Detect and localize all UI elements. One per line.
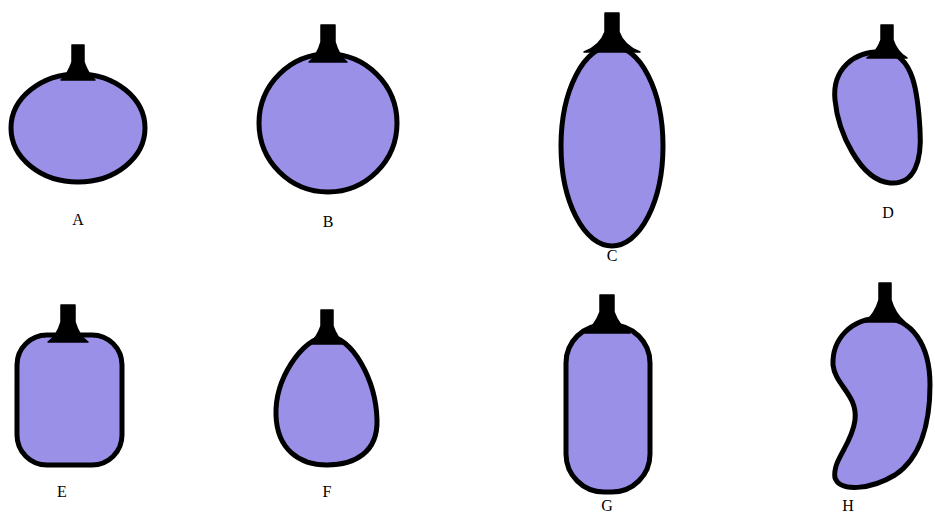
calyx bbox=[309, 310, 345, 344]
shape-letter: F bbox=[323, 483, 332, 501]
shape-letter: D bbox=[882, 204, 894, 222]
shape-letter: H bbox=[842, 497, 854, 515]
fruit-shape bbox=[566, 325, 650, 492]
calyx bbox=[584, 295, 630, 333]
fruit-shape bbox=[11, 74, 145, 182]
fruit-shape bbox=[259, 54, 397, 192]
shape-letter: E bbox=[57, 483, 67, 501]
fruit-shape bbox=[835, 52, 921, 183]
fruit-shape bbox=[276, 336, 377, 465]
calyx bbox=[309, 25, 347, 62]
calyx bbox=[867, 25, 907, 58]
shape-letter: A bbox=[72, 211, 84, 229]
calyx bbox=[61, 45, 95, 80]
shape-letter: B bbox=[323, 213, 334, 231]
calyx bbox=[865, 283, 905, 322]
shape-letter: G bbox=[601, 497, 613, 515]
fruit-shape bbox=[17, 335, 122, 465]
shape-letter: C bbox=[607, 247, 618, 265]
calyx bbox=[584, 13, 640, 52]
calyx bbox=[48, 305, 88, 342]
fruit-shape bbox=[561, 46, 663, 246]
fruit-shape bbox=[833, 318, 930, 487]
